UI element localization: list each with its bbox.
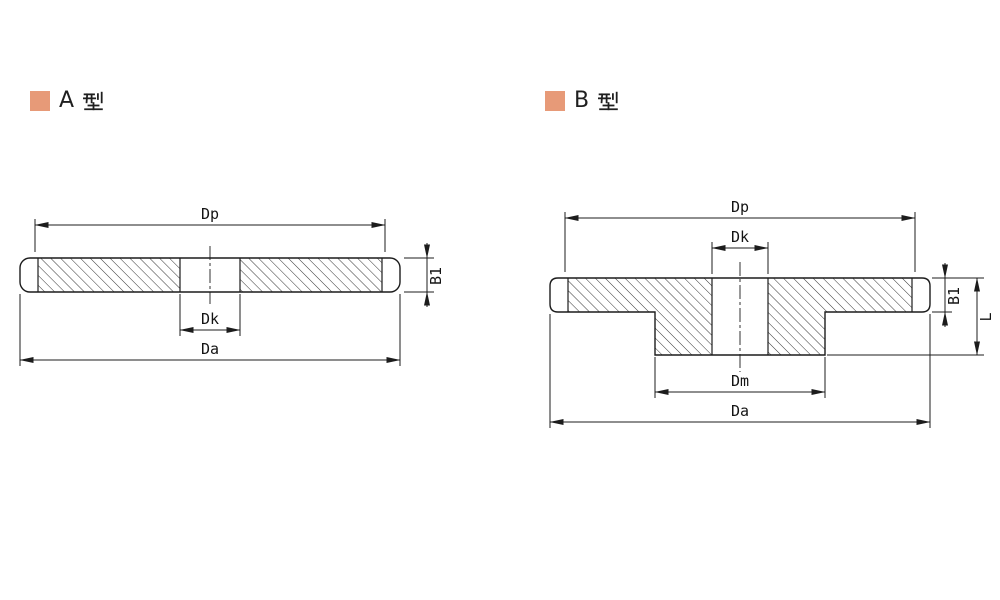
section-a-header: A [30,90,104,112]
section-b-header: B [545,90,619,112]
label-dk-b: Dk [731,228,749,246]
label-dk-a: Dk [201,310,219,328]
dim-dk-b: Dk [711,228,769,274]
label-dp-b: Dp [731,198,749,216]
hatch-area-b-left [568,278,712,355]
section-a-title-letter: A [59,88,75,113]
dim-dp-b: Dp [564,198,916,272]
hatch-area-a-right [240,258,382,292]
label-l-b: L [977,312,995,321]
dim-dp-a: Dp [34,205,386,252]
label-b1-b: B1 [945,287,963,305]
dim-da-a: Da [19,294,401,366]
dim-b1-a: B1 [404,243,445,307]
label-dm-b: Dm [731,372,749,390]
dim-da-b: Da [549,314,931,428]
sprocket-b-view: Dp Dk B1 L [549,198,995,428]
hatch-area-b-right [768,278,912,355]
dim-dk-a: Dk [179,294,241,336]
section-b-bullet [545,91,565,111]
label-da-b: Da [731,402,749,420]
label-b1-a: B1 [427,267,445,285]
kanji-type-glyph [598,91,618,110]
label-da-a: Da [201,340,219,358]
dim-dm-b: Dm [654,357,826,398]
section-a-bullet [30,91,50,111]
hatch-area-a-left [38,258,180,292]
label-dp-a: Dp [201,205,219,223]
sprocket-b-body-outline [549,277,931,356]
sprocket-a-view: Dp Dk Da B1 [19,205,445,366]
kanji-type-glyph [83,91,103,110]
section-b-title-letter: B [574,88,590,113]
dim-l-b: L [827,277,995,356]
